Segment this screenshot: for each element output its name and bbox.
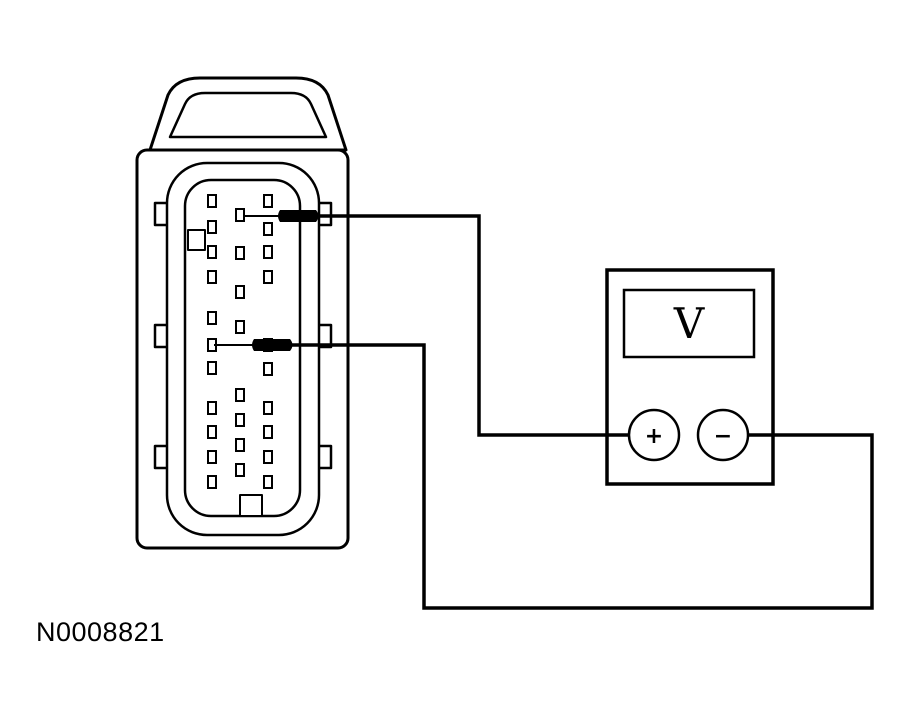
pin-cavity	[207, 220, 217, 234]
pin-cavity	[207, 475, 217, 489]
positive-lead-wire	[315, 214, 629, 437]
negative-lead-wire	[290, 343, 874, 610]
pin-cavity	[263, 475, 273, 489]
pin-cavity	[263, 450, 273, 464]
connector	[135, 76, 350, 550]
test-leads	[290, 214, 874, 610]
negative-terminal-sign: −	[714, 424, 732, 449]
probe-lower	[214, 339, 293, 351]
probe-upper-tip	[278, 210, 319, 222]
pin-cavity	[235, 463, 245, 477]
pin-cavity	[207, 270, 217, 284]
multimeter-display	[622, 288, 756, 359]
pin-cavity	[207, 401, 217, 415]
pin-cavity	[263, 401, 273, 415]
pin-cavity	[263, 270, 273, 284]
pin-cavity	[207, 450, 217, 464]
pin-cavity	[207, 361, 217, 375]
pin-cavity	[207, 311, 217, 325]
pin-cavity	[263, 425, 273, 439]
pin-cavity	[207, 425, 217, 439]
pin-cavity	[263, 362, 273, 376]
pin-cavity	[235, 285, 245, 299]
connector-key-bottom	[239, 494, 263, 517]
pin-cavity	[235, 413, 245, 427]
connector-key-left	[187, 229, 206, 251]
pin-cavity	[235, 246, 245, 260]
pin-cavity	[235, 388, 245, 402]
meter-unit-label: V	[673, 299, 705, 348]
probe-upper	[243, 210, 319, 222]
pin-cavity	[207, 245, 217, 259]
connector-latch-inner	[168, 91, 328, 139]
pin-cavity	[263, 194, 273, 208]
pin-cavity	[235, 208, 245, 222]
probe-lower-tip	[252, 339, 293, 351]
positive-terminal-sign: +	[645, 424, 663, 449]
pin-cavity	[263, 245, 273, 259]
pin-cavity	[263, 222, 273, 236]
pin-cavity	[207, 194, 217, 208]
figure-id-label: N0008821	[36, 617, 165, 647]
pin-cavity	[235, 320, 245, 334]
pin-cavity	[235, 438, 245, 452]
multimeter: V + −	[605, 268, 775, 486]
